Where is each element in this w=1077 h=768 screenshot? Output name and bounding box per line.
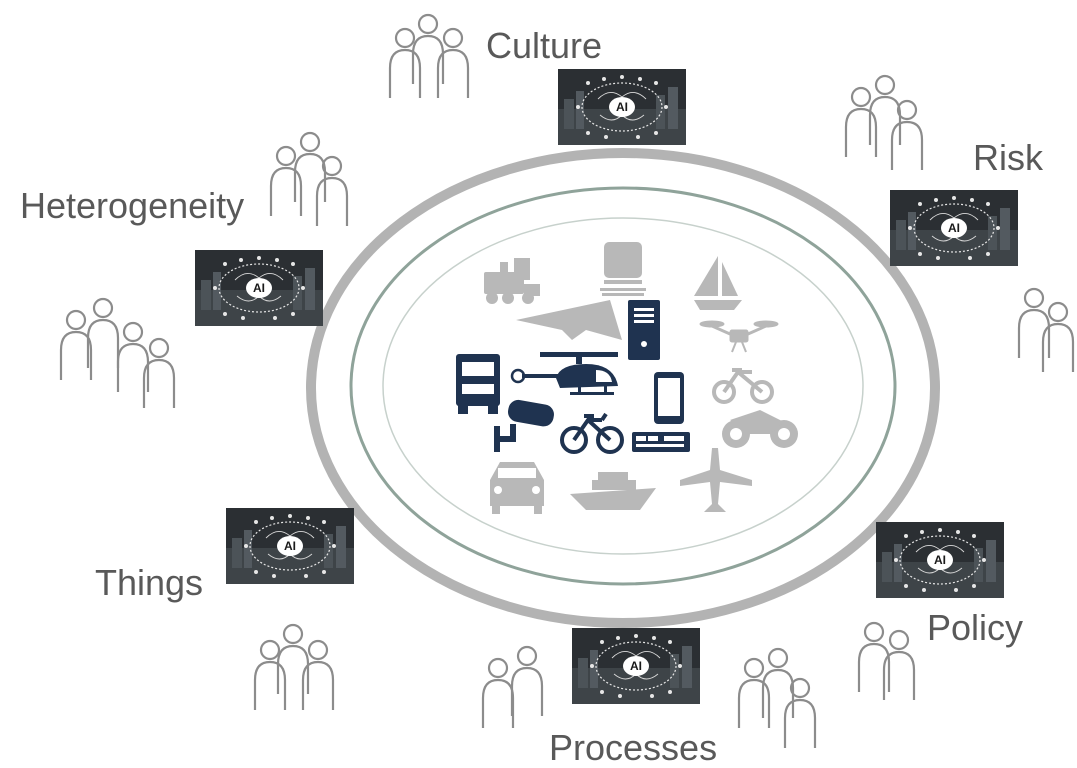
label-policy: Policy (927, 607, 1024, 648)
people-group-culture (388, 13, 470, 100)
ai-badge: AI (948, 221, 960, 235)
server-tower-icon (628, 300, 660, 360)
people-group-right (1017, 287, 1075, 374)
people-group-risk (844, 74, 924, 172)
people-group-processes-left (481, 645, 544, 730)
security-camera-icon (494, 399, 554, 452)
people-group-heterogeneity (269, 131, 349, 228)
cruise-ship-icon (570, 472, 656, 510)
drone-icon (699, 320, 779, 353)
sailboat-icon (694, 256, 742, 310)
ai-badge: AI (284, 539, 296, 553)
label-risk: Risk (973, 137, 1043, 178)
ai-badge: AI (934, 553, 946, 567)
car-icon (490, 462, 544, 514)
motorcycle-icon (722, 410, 798, 448)
label-culture: Culture (486, 25, 603, 66)
truck-icon (456, 354, 500, 414)
people-group-policy (857, 621, 916, 702)
stealth-plane-icon (516, 300, 622, 340)
airplane-icon (680, 448, 752, 512)
label-processes: Processes (549, 727, 718, 768)
train-icon (600, 242, 646, 296)
outer-ring (306, 148, 940, 628)
bicycle-icon-dark (560, 412, 624, 454)
people-group-left (59, 297, 176, 410)
smartphone-icon (654, 372, 684, 424)
ai-badge: AI (616, 100, 628, 114)
label-heterogeneity: Heterogeneity (20, 185, 245, 226)
people-group-things (253, 623, 335, 712)
people-group-processes-right (737, 647, 817, 750)
ai-badge: AI (630, 659, 642, 673)
set-top-box-icon (632, 432, 690, 452)
middle-ring (349, 186, 897, 586)
ai-badge: AI (253, 281, 265, 295)
bicycle-icon-light (712, 368, 774, 404)
helicopter-icon (510, 352, 618, 395)
label-things: Things (95, 562, 204, 603)
inner-ring (382, 217, 864, 555)
steam-train-icon (484, 258, 540, 304)
